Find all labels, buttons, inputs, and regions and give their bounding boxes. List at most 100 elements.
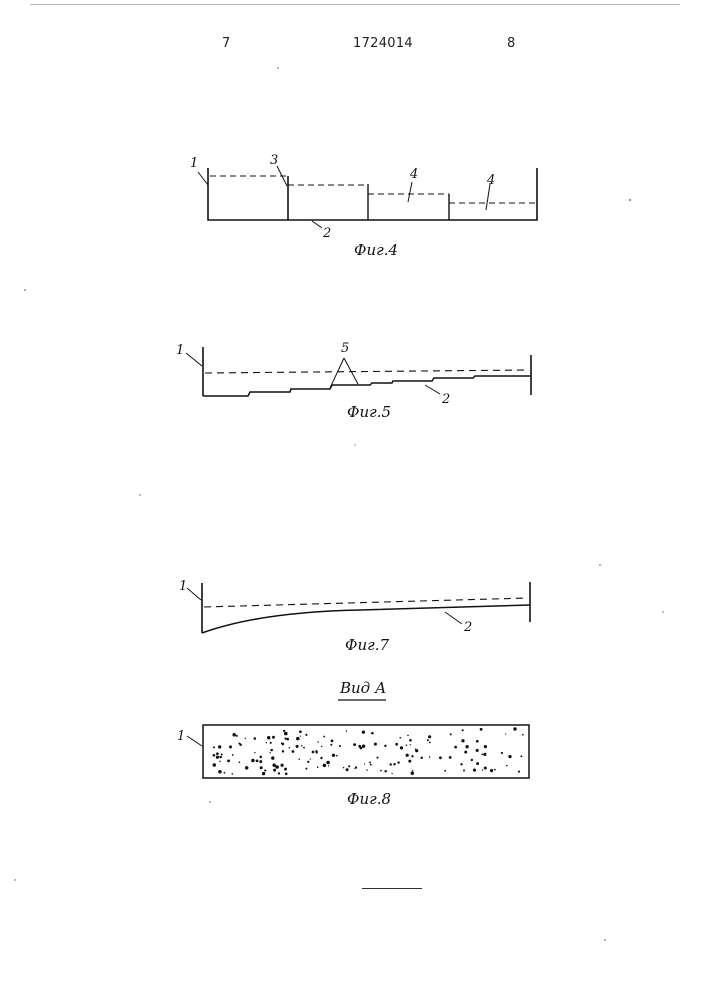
speckle-dot <box>408 760 411 763</box>
speckle-dot <box>354 768 355 769</box>
speckle-dot <box>266 742 267 743</box>
speckle-dot <box>272 749 273 750</box>
speckle-dot <box>282 750 284 752</box>
speckle-dot <box>389 763 391 765</box>
speckle-dot <box>320 757 322 759</box>
speckle-dot <box>464 751 467 754</box>
speckle-dot <box>399 737 401 739</box>
speckle-dot <box>299 730 302 733</box>
speckle-dot <box>481 754 483 756</box>
speckle-dot <box>328 765 329 766</box>
speckle-dot <box>428 735 431 738</box>
fig8-speckle-texture <box>213 727 524 775</box>
speckle-dot <box>213 746 215 748</box>
speckle-dot <box>369 761 371 763</box>
speckle-dot <box>270 742 272 744</box>
speckle-dot <box>219 760 221 762</box>
speckle-dot <box>298 758 300 760</box>
speckle-dot <box>353 743 356 746</box>
speckle-dot <box>471 759 473 761</box>
speckle-dot <box>218 745 221 748</box>
speckle-dot <box>296 737 300 741</box>
fig7-leader-1 <box>187 588 201 600</box>
figure-4: 1 3 4 4 2 Фиг.4 <box>190 153 537 259</box>
fig7-curved-bottom <box>202 605 530 633</box>
speckle-dot <box>439 756 442 759</box>
speckle-dot <box>461 739 464 742</box>
fig4-label-4a: 4 <box>409 167 418 182</box>
speckle-dot <box>285 772 288 775</box>
speckle-dot <box>409 739 412 742</box>
speckle-dot <box>296 745 299 748</box>
speckle-dot <box>221 754 223 756</box>
speckle-dot <box>284 768 287 771</box>
speckle-dot <box>480 728 483 731</box>
speckle-dot <box>312 751 315 754</box>
speckle-dot <box>326 761 330 765</box>
speckle-dot <box>232 733 236 737</box>
speckle-dot <box>303 747 305 749</box>
speckle-dot <box>391 773 392 774</box>
speckle-dot <box>213 754 216 757</box>
speckle-dot <box>494 769 496 771</box>
fig4-label-2: 2 <box>322 226 331 241</box>
speckle-dot <box>508 755 511 758</box>
speckle-dot <box>348 765 350 767</box>
speckle-dot <box>370 764 372 766</box>
figure-7: 1 2 Фиг.7 <box>179 579 530 654</box>
speckle-dot <box>362 730 365 733</box>
speckle-dot <box>346 730 347 731</box>
speckle-dot <box>462 729 464 731</box>
fig5-leader-1 <box>186 353 202 366</box>
speckle-dot <box>522 734 524 736</box>
end-rule <box>362 888 422 889</box>
fig5-caption: Фиг.5 <box>347 403 391 421</box>
speckle-dot <box>339 745 341 747</box>
speckle-dot <box>218 770 222 774</box>
speckle-dot <box>393 763 395 765</box>
fig4-leader-1 <box>198 172 208 185</box>
fig4-label-4b: 4 <box>486 173 495 188</box>
speckle-dot <box>331 740 334 743</box>
speckle-dot <box>229 745 232 748</box>
speckle-dot <box>465 745 468 748</box>
fig5-label-2: 2 <box>441 392 450 407</box>
speckle-dot <box>400 746 403 749</box>
speckle-dot <box>406 754 409 757</box>
speckle-dot <box>336 755 338 757</box>
speckle-dot <box>490 769 493 772</box>
speckle-dot <box>411 771 414 774</box>
speckle-dot <box>259 760 262 763</box>
speckle-dot <box>284 732 288 736</box>
figure-8: Вид А 1 Фиг.8 <box>177 679 529 808</box>
speckle-dot <box>256 760 259 763</box>
speckle-dot <box>238 742 240 744</box>
speckle-dot <box>269 752 270 753</box>
speckle-dot <box>407 735 409 737</box>
speckle-dot <box>460 763 462 765</box>
speckle-dot <box>323 764 327 768</box>
speckle-dot <box>463 770 465 772</box>
speckle-dot <box>412 770 413 771</box>
speckle-dot <box>346 768 349 771</box>
speckle-dot <box>305 734 307 736</box>
speckle-dot <box>271 756 274 759</box>
fig8-caption: Фиг.8 <box>347 790 391 808</box>
fig7-leader-2 <box>445 612 462 624</box>
speckle-dot <box>301 745 303 747</box>
speckle-dot <box>362 745 365 748</box>
speckle-dot <box>380 770 382 772</box>
speckle-dot <box>321 746 322 747</box>
speckle-dot <box>429 756 431 758</box>
fig4-leader-4a <box>408 182 412 202</box>
speckle-dot <box>305 768 307 770</box>
fig5-stepped-bottom <box>203 376 531 396</box>
speckle-dot <box>280 764 283 767</box>
speckle-dot <box>384 745 386 747</box>
speckle-dot <box>281 742 283 744</box>
speckle-dot <box>323 736 325 738</box>
speckle-dot <box>505 733 506 734</box>
speckle-dot <box>251 759 255 763</box>
speckle-dot <box>366 769 367 770</box>
